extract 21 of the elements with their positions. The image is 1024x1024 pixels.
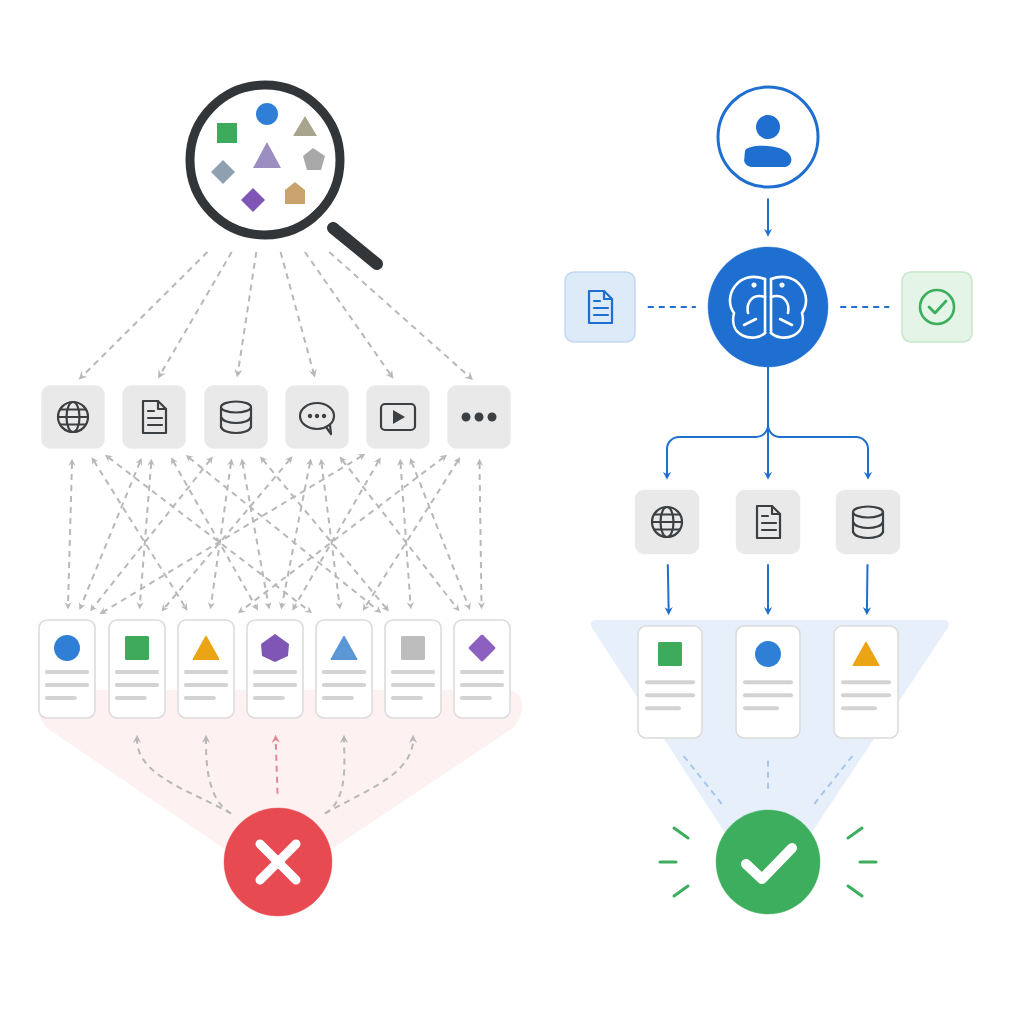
result-card [384, 619, 442, 719]
success-icon [715, 809, 821, 915]
arrow [409, 458, 471, 610]
result-card [833, 625, 899, 739]
user-icon [716, 85, 820, 189]
result-card [315, 619, 373, 719]
result-card [735, 625, 801, 739]
arrow [362, 457, 461, 611]
magnifier-drawing [185, 80, 383, 270]
result-card [108, 619, 166, 719]
result-card [637, 625, 703, 739]
arrow [260, 456, 389, 612]
arrow [303, 251, 394, 379]
error-icon [223, 807, 333, 917]
result-card [177, 619, 235, 719]
result-card [453, 619, 511, 719]
arrow [91, 457, 188, 611]
brain-icon [707, 246, 829, 368]
arrow [161, 456, 293, 612]
result-card [38, 619, 96, 719]
result-card [246, 619, 304, 719]
